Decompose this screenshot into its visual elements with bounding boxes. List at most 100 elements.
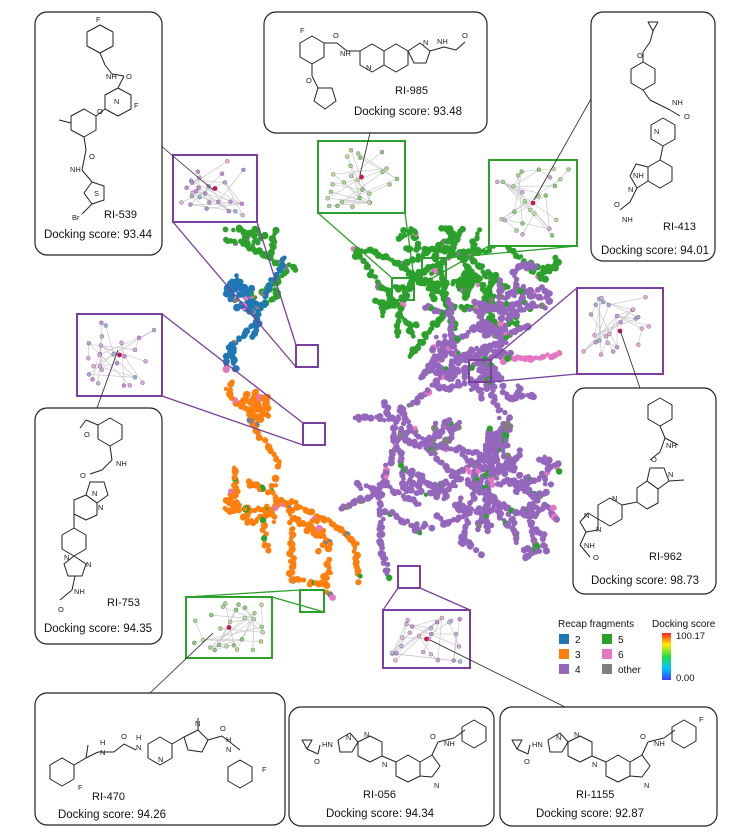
inset-node [111,351,116,357]
tree-node [536,490,543,497]
tree-node [372,297,379,304]
tree-node [429,320,437,328]
tree-node [248,397,255,404]
inset-node [99,367,105,372]
atom-label: F [300,26,305,35]
atom-label: HN [532,740,543,749]
tree-node [433,334,439,340]
inset-node [520,221,525,226]
inset-node [429,631,434,637]
atom-label: N [158,755,163,764]
tree-node [516,451,523,459]
tree-node [390,424,398,433]
tree-node [338,505,345,512]
colorbar-min-label: 0.00 [676,673,695,684]
tree-node [383,556,389,561]
tree-node [526,286,534,295]
tree-node [542,305,548,311]
inset-edge [350,151,383,177]
tree-node [265,413,272,419]
tree-node [451,501,459,509]
inset-node [190,190,195,196]
tree-node [376,525,383,533]
inset-node [358,155,363,160]
inset-node [121,383,127,388]
tree-node [518,478,526,486]
inset-node [151,327,157,333]
molecule-structure-ri-539 [58,24,132,215]
compound-card-ri-413: O NH O N NH N O NH RI-413 Docking score:… [590,11,716,262]
compound-card-ri-753: O NH O N N N N NH O RI-753 Docking score… [34,407,163,645]
highlighted-node [117,352,122,358]
tree-node [481,331,489,339]
inset-edge [224,603,235,646]
inset-node [357,195,362,201]
tree-node [469,542,475,548]
tree-node [279,502,285,508]
tree-node [556,350,563,357]
tree-node [520,283,527,290]
tree-node [552,254,559,261]
colorbar-max-label: 100.17 [676,631,705,642]
atom-label: H [136,733,141,742]
tree-node [238,238,244,245]
highlighted-node [530,200,536,206]
inset-edge [346,156,363,190]
atom-label: NH [340,49,351,58]
tree-node [352,415,358,421]
tree-node [231,227,236,233]
inset-node [259,602,264,607]
tree-node [503,521,512,529]
tree-node [511,519,518,527]
inset-edge [616,315,642,329]
region-marker-470 [299,589,325,613]
inset-node [140,380,145,385]
inset-node [250,647,256,653]
tree-node [396,490,402,496]
tree-node [223,386,229,392]
inset-node [242,605,248,610]
inset-edge [341,178,398,203]
inset-node [339,199,345,205]
inset-node [328,189,334,195]
highlighted-node [424,636,429,642]
inset-node [91,364,96,369]
atom-label: N [668,470,673,479]
inset-edge [186,187,219,203]
tree-node [282,255,287,261]
tree-node [539,535,547,543]
inset-edge [241,618,255,640]
tree-node [431,424,438,432]
tree-node [487,271,494,278]
atom-label: O [306,76,312,85]
tree-node [536,475,542,481]
tree-node [372,274,378,280]
inset-edge [121,342,125,386]
tree-node [494,475,500,481]
inset-node [407,630,412,635]
tree-node [414,240,422,248]
tree-node [245,478,253,485]
tree-node [514,490,520,496]
atom-label: O [637,51,643,60]
inset-node [184,185,189,191]
tree-node [476,463,484,470]
inset-edge [522,213,535,235]
tree-node [542,547,551,555]
tree-node [417,530,423,536]
inset-node [566,167,571,172]
tree-node [229,348,237,356]
tree-node [320,516,328,524]
tree-node [396,319,401,324]
inset-node [547,175,553,180]
tree-node [487,246,492,251]
inset-node [86,341,92,346]
inset-node [90,377,95,382]
tree-node [457,419,462,425]
inset-edge [608,296,646,306]
tree-node [505,284,511,290]
tree-node [435,316,441,322]
tree-node [374,414,380,420]
inset-node [593,302,598,307]
atom-label: H [226,735,231,744]
